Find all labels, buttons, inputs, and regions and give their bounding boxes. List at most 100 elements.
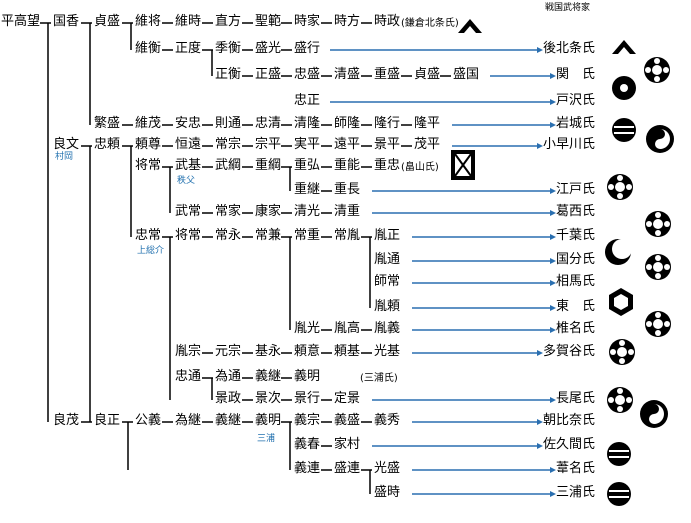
person-n76: 忠通 [175, 369, 202, 384]
person-n63: 胤正 [374, 228, 401, 243]
arrow-head [550, 122, 556, 128]
annotation-a2: (畠山氏) [401, 162, 439, 173]
person-n58: 将常 [175, 228, 202, 243]
person-n71: 元宗 [215, 344, 242, 359]
person-n33: 良文 [53, 137, 80, 152]
person-n62: 常胤 [334, 228, 361, 243]
person-n56: 清重 [334, 204, 361, 219]
person-n67: 胤光 [294, 321, 321, 336]
crest-tomoe-2-icon [640, 400, 668, 428]
annotation-a1: (鎌倉北条氏) [401, 18, 459, 29]
person-n13: 季衡 [215, 41, 242, 56]
person-n44: 武基 [175, 158, 202, 173]
arrow-head [550, 210, 556, 216]
arrow-head [550, 305, 556, 311]
person-n90: 義宗 [294, 413, 321, 428]
person-n60: 常兼 [255, 228, 282, 243]
subnote-s4: 三浦 [257, 434, 276, 444]
person-n20: 重盛 [374, 67, 401, 82]
person-n39: 実平 [294, 137, 321, 152]
person-n23: 忠正 [294, 93, 321, 108]
person-n8: 時家 [294, 14, 321, 29]
person-n46: 重綱 [255, 158, 282, 173]
crest-tri-1-icon [458, 19, 482, 33]
person-n6: 直方 [215, 14, 242, 29]
crest-flower-4-icon [645, 254, 671, 280]
crest-flower-5-icon [645, 311, 671, 337]
arrow-head [537, 47, 543, 53]
header-label: 戦国武将家 [545, 3, 591, 13]
person-n86: 公義 [135, 413, 162, 428]
clan-c16: 佐久間氏 [543, 437, 596, 452]
person-n81: 景次 [255, 391, 282, 406]
person-n21: 貞盛 [414, 67, 441, 82]
arrow-head [550, 280, 556, 286]
person-n12: 正度 [175, 41, 202, 56]
clan-c11: 東 氏 [556, 299, 596, 314]
subnote-s2: 秩父 [177, 176, 196, 186]
person-n51: 重長 [334, 182, 361, 197]
person-n82: 景行 [294, 391, 321, 406]
person-n35: 頼尊 [135, 137, 162, 152]
person-n87: 為継 [175, 413, 202, 428]
person-n1: 平高望 [1, 14, 41, 29]
person-n85: 良正 [94, 413, 121, 428]
person-n95: 義連 [294, 461, 321, 476]
crest-flower-3-icon [645, 211, 671, 237]
person-n15: 盛行 [294, 41, 321, 56]
clan-c8: 千葉氏 [556, 228, 596, 243]
crest-flower-7-icon [607, 387, 633, 413]
crest-flower-1-icon [644, 57, 670, 83]
person-n24: 繁盛 [94, 116, 121, 131]
person-n57: 忠常 [135, 228, 162, 243]
arrow-head [550, 188, 556, 194]
person-n2: 国香 [53, 14, 80, 29]
person-n84: 良茂 [53, 413, 80, 428]
crest-ring-1-icon [612, 76, 636, 100]
person-n53: 常家 [215, 204, 242, 219]
arrow-head [537, 443, 543, 449]
arrow-head [550, 73, 556, 79]
subnote-s3: 上総介 [137, 246, 165, 256]
clan-c1: 後北条氏 [543, 41, 596, 56]
person-n34: 忠頼 [94, 137, 121, 152]
subnote-s1: 村岡 [55, 152, 74, 162]
person-n72: 基永 [255, 344, 282, 359]
crest-moon-1-icon [605, 239, 632, 265]
clan-c12: 椎名氏 [556, 321, 596, 336]
arrow-head [537, 350, 543, 356]
arrow-head [550, 234, 556, 240]
annotation-a3: (三浦氏) [360, 373, 398, 384]
person-n26: 安忠 [175, 116, 202, 131]
person-n22: 盛国 [453, 67, 480, 82]
person-n36: 恒遠 [175, 137, 202, 152]
person-n79: 義明 [294, 369, 321, 384]
person-n30: 師隆 [334, 116, 361, 131]
person-n41: 景平 [374, 137, 401, 152]
person-n5: 維時 [175, 14, 202, 29]
person-n92: 義秀 [374, 413, 401, 428]
clan-c18: 三浦氏 [556, 485, 596, 500]
person-n18: 忠盛 [294, 67, 321, 82]
person-n70: 胤宗 [175, 344, 202, 359]
clan-c4: 岩城氏 [556, 116, 596, 131]
crest-bars-2-icon [607, 482, 631, 506]
person-n73: 頼意 [294, 344, 321, 359]
person-n55: 清光 [294, 204, 321, 219]
person-n93: 義春 [294, 437, 321, 452]
person-n49: 重忠 [374, 158, 401, 173]
person-n48: 重能 [334, 158, 361, 173]
arrow-head [550, 258, 556, 264]
arrow-head [550, 397, 556, 403]
person-n96: 盛連 [334, 461, 361, 476]
crest-box-2-icon [451, 150, 475, 180]
clan-c10: 相馬氏 [556, 274, 596, 289]
clan-c17: 葦名氏 [556, 461, 596, 476]
person-n94: 家村 [334, 437, 361, 452]
person-n64: 胤通 [374, 252, 401, 267]
person-n11: 維衡 [135, 41, 162, 56]
person-n83: 定景 [334, 391, 361, 406]
person-n9: 時方 [334, 14, 361, 29]
